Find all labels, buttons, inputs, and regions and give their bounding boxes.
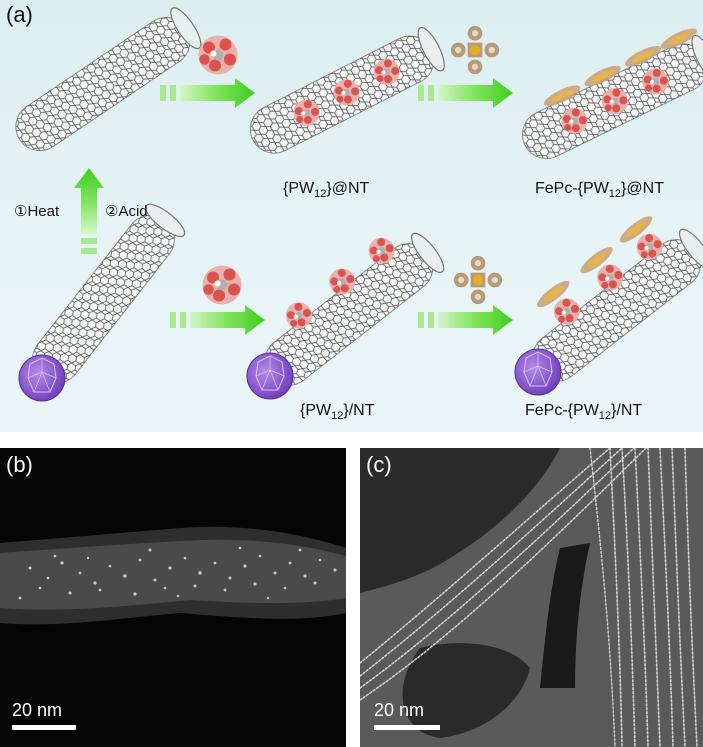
panel-label-a: (a): [6, 2, 33, 27]
pw12-cluster-icon: [202, 265, 242, 305]
caption-pw-at-nt: {PW12}@NT: [283, 180, 370, 201]
tem-image-c: [360, 448, 703, 747]
nanotube-fepc-pw-inside: [513, 24, 703, 168]
fullerene-cap-icon: [246, 352, 294, 400]
tem-image-panel-b: 20 nm (b): [0, 448, 346, 747]
reaction-arrow-up: [74, 168, 104, 254]
fullerene-cap-icon: [514, 348, 562, 396]
fepc-molecule-icon: [450, 25, 500, 75]
reaction-arrow-right: [170, 305, 265, 335]
scale-bar-label-c: 20 nm: [374, 700, 425, 720]
schematic-panel-a: (a) ①Heat ②Acid {PW12}@NT FePc-{PW12}@NT…: [0, 0, 703, 432]
pw12-cluster-icon: [198, 35, 238, 75]
panel-label-c: (c): [366, 452, 392, 477]
reaction-arrow-right: [418, 78, 513, 108]
schematic-svg: [5, 3, 703, 402]
reaction-arrow-right: [160, 78, 255, 108]
scale-bar-c: [374, 725, 440, 730]
caption-pw-on-nt: {PW12}/NT: [300, 402, 375, 423]
panel-label-b: (b): [6, 452, 33, 477]
scale-bar-label-b: 20 nm: [12, 700, 63, 720]
caption-fepc-pw-at-nt: FePc-{PW12}@NT: [535, 180, 664, 201]
caption-fepc-pw-on-nt: FePc-{PW12}/NT: [525, 402, 643, 423]
tem-image-b: [0, 448, 346, 747]
condition-heat-label: ①Heat: [14, 203, 60, 220]
scale-bar-b: [12, 725, 76, 730]
fullerene-cap-icon: [18, 354, 66, 402]
nanotube-open: [5, 3, 207, 161]
tem-image-panel-c: 20 nm (c): [360, 448, 703, 747]
reaction-arrow-right: [418, 305, 513, 335]
fepc-molecule-icon: [453, 255, 503, 305]
condition-acid-label: ②Acid: [105, 203, 148, 220]
